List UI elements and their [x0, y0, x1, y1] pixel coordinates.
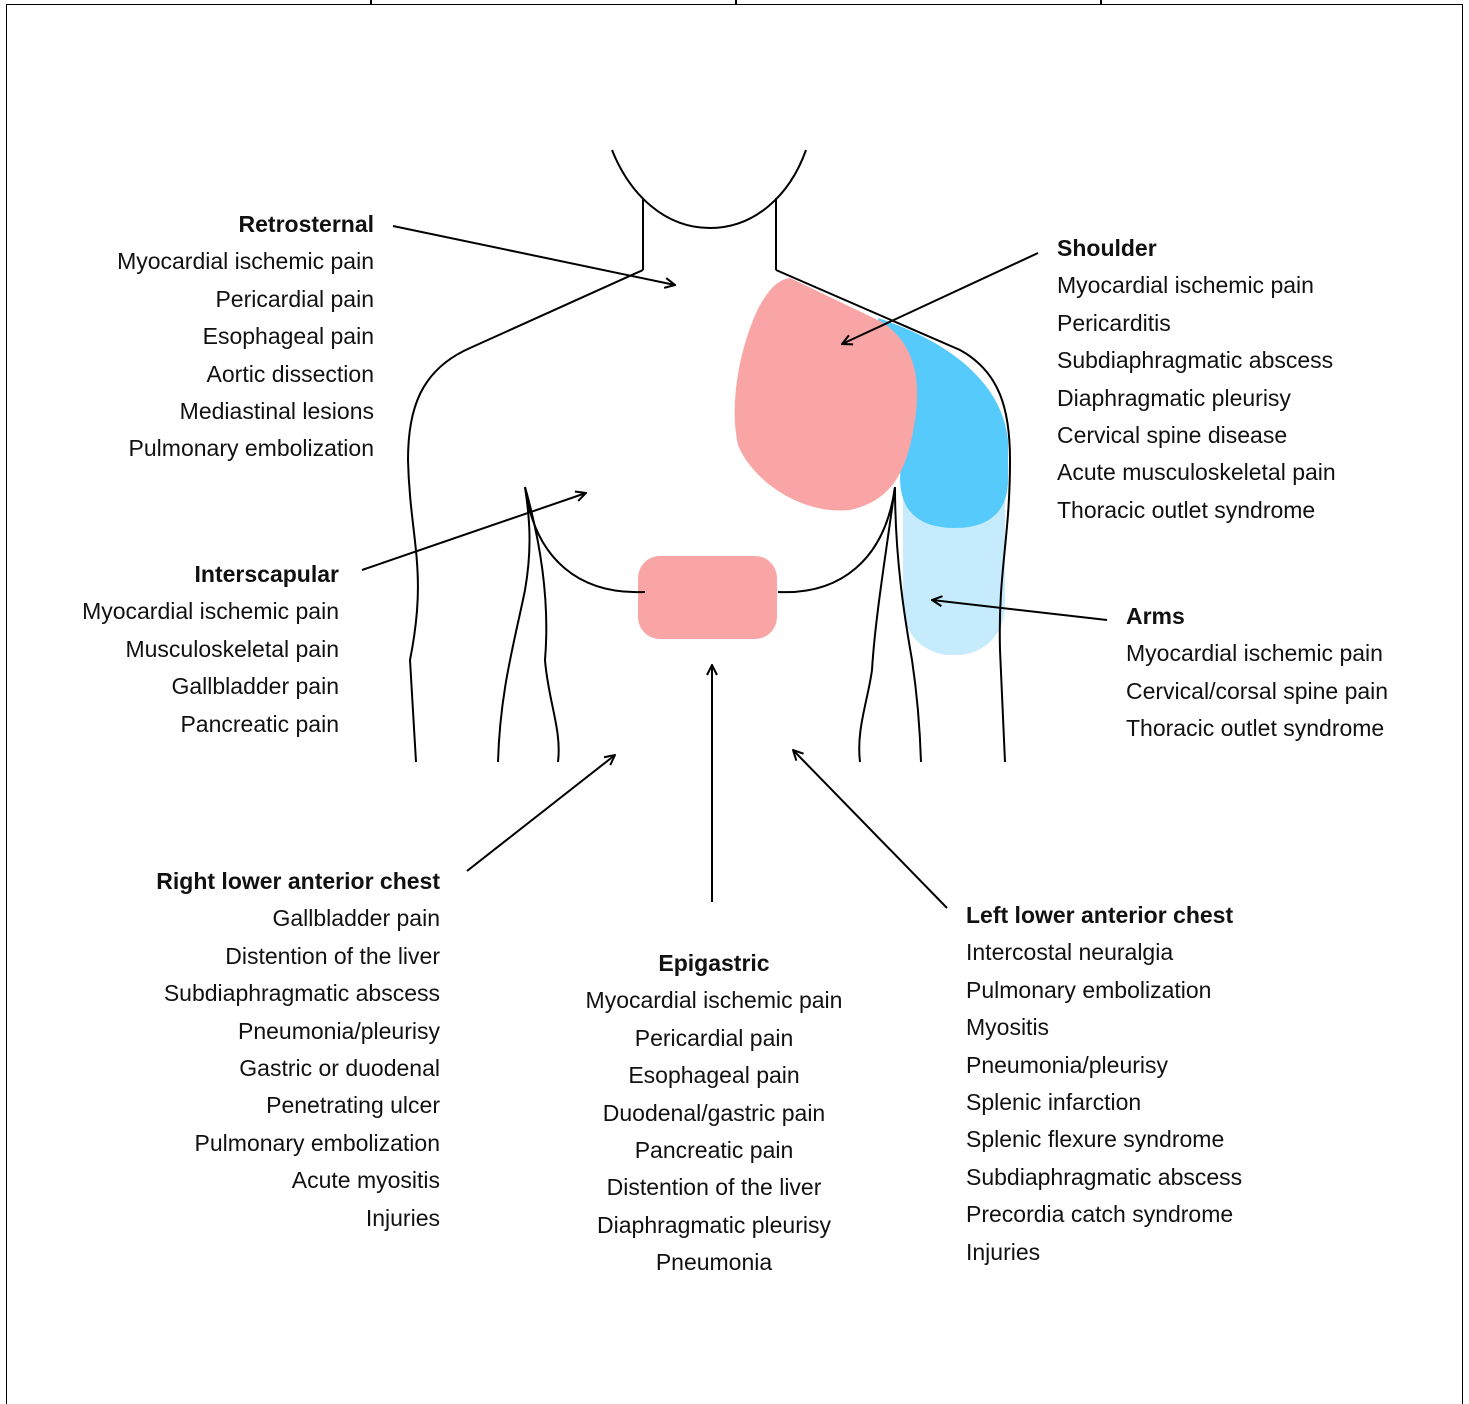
group-interscapular: Interscapular Myocardial ischemic pain M…	[82, 556, 339, 743]
list-item: Myocardial ischemic pain	[117, 243, 374, 280]
cause-list: Intercostal neuralgia Pulmonary emboliza…	[966, 934, 1242, 1271]
list-item: Pneumonia	[554, 1244, 874, 1281]
group-left-lower-anterior-chest: Left lower anterior chest Intercostal ne…	[966, 897, 1242, 1271]
arrow-interscapular	[362, 493, 586, 570]
list-item: Cervical spine disease	[1057, 417, 1336, 454]
group-title: Arms	[1126, 598, 1388, 635]
list-item: Pericarditis	[1057, 305, 1336, 342]
arrow-shoulder	[842, 253, 1038, 344]
cause-list: Gallbladder pain Distention of the liver…	[156, 900, 440, 1237]
list-item: Penetrating ulcer	[156, 1087, 440, 1124]
group-shoulder: Shoulder Myocardial ischemic pain Perica…	[1057, 230, 1336, 529]
arrow-left-lower	[793, 750, 947, 908]
list-item: Myocardial ischemic pain	[1057, 267, 1336, 304]
group-title: Left lower anterior chest	[966, 897, 1242, 934]
list-item: Gallbladder pain	[156, 900, 440, 937]
list-item: Pulmonary embolization	[117, 430, 374, 467]
list-item: Musculoskeletal pain	[82, 631, 339, 668]
list-item: Pneumonia/pleurisy	[156, 1013, 440, 1050]
list-item: Pericardial pain	[554, 1020, 874, 1057]
list-item: Myocardial ischemic pain	[1126, 635, 1388, 672]
list-item: Aortic dissection	[117, 356, 374, 393]
list-item: Subdiaphragmatic abscess	[966, 1159, 1242, 1196]
list-item: Pulmonary embolization	[966, 972, 1242, 1009]
list-item: Splenic flexure syndrome	[966, 1121, 1242, 1158]
list-item: Diaphragmatic pleurisy	[1057, 380, 1336, 417]
chest-region-pink	[735, 278, 917, 510]
list-item: Splenic infarction	[966, 1084, 1242, 1121]
cause-list: Myocardial ischemic pain Cervical/corsal…	[1126, 635, 1388, 747]
list-item: Pancreatic pain	[554, 1132, 874, 1169]
list-item: Diaphragmatic pleurisy	[554, 1207, 874, 1244]
arrow-right-lower	[467, 755, 615, 871]
list-item: Myocardial ischemic pain	[82, 593, 339, 630]
list-item: Mediastinal lesions	[117, 393, 374, 430]
list-item: Subdiaphragmatic abscess	[1057, 342, 1336, 379]
group-right-lower-anterior-chest: Right lower anterior chest Gallbladder p…	[156, 863, 440, 1237]
cause-list: Myocardial ischemic pain Musculoskeletal…	[82, 593, 339, 743]
list-item: Duodenal/gastric pain	[554, 1095, 874, 1132]
list-item: Injuries	[966, 1234, 1242, 1271]
group-title: Retrosternal	[117, 206, 374, 243]
list-item: Thoracic outlet syndrome	[1126, 710, 1388, 747]
list-item: Gastric or duodenal	[156, 1050, 440, 1087]
group-title: Interscapular	[82, 556, 339, 593]
list-item: Pulmonary embolization	[156, 1125, 440, 1162]
group-title: Shoulder	[1057, 230, 1336, 267]
list-item: Esophageal pain	[117, 318, 374, 355]
list-item: Acute musculoskeletal pain	[1057, 454, 1336, 491]
list-item: Pancreatic pain	[82, 706, 339, 743]
group-retrosternal: Retrosternal Myocardial ischemic pain Pe…	[117, 206, 374, 468]
epigastric-region-pink	[638, 556, 777, 639]
list-item: Distention of the liver	[156, 938, 440, 975]
group-title: Epigastric	[554, 945, 874, 982]
list-item: Pneumonia/pleurisy	[966, 1047, 1242, 1084]
list-item: Acute myositis	[156, 1162, 440, 1199]
list-item: Injuries	[156, 1200, 440, 1237]
list-item: Esophageal pain	[554, 1057, 874, 1094]
list-item: Myocardial ischemic pain	[554, 982, 874, 1019]
list-item: Distention of the liver	[554, 1169, 874, 1206]
list-item: Gallbladder pain	[82, 668, 339, 705]
list-item: Thoracic outlet syndrome	[1057, 492, 1336, 529]
list-item: Intercostal neuralgia	[966, 934, 1242, 971]
list-item: Precordia catch syndrome	[966, 1196, 1242, 1233]
cause-list: Myocardial ischemic pain Pericardial pai…	[117, 243, 374, 467]
arrow-retrosternal	[393, 226, 675, 285]
list-item: Myositis	[966, 1009, 1242, 1046]
cause-list: Myocardial ischemic pain Pericarditis Su…	[1057, 267, 1336, 529]
list-item: Subdiaphragmatic abscess	[156, 975, 440, 1012]
list-item: Pericardial pain	[117, 281, 374, 318]
cause-list: Myocardial ischemic pain Pericardial pai…	[554, 982, 874, 1281]
group-epigastric: Epigastric Myocardial ischemic pain Peri…	[554, 945, 874, 1282]
list-item: Cervical/corsal spine pain	[1126, 673, 1388, 710]
group-title: Right lower anterior chest	[156, 863, 440, 900]
group-arms: Arms Myocardial ischemic pain Cervical/c…	[1126, 598, 1388, 748]
